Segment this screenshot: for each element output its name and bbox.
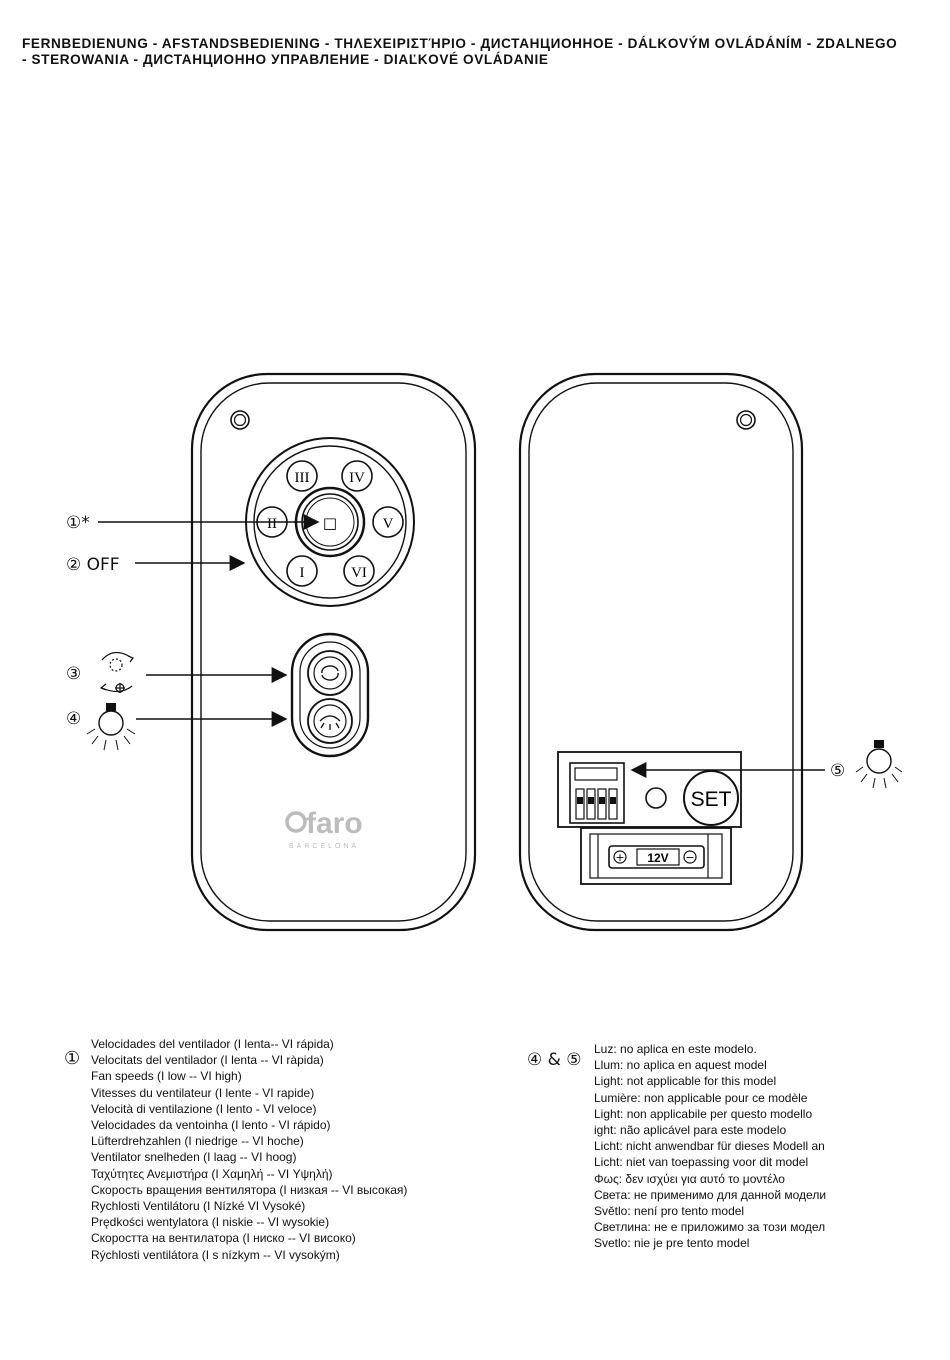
list-item: Lumière: non applicable pour ce modèle — [594, 1090, 808, 1105]
battery-voltage: 12V — [647, 851, 668, 865]
svg-text:I: I — [300, 565, 305, 581]
heading-line-1: FERNBEDIENUNG - AFSTANDSBEDIENING - ΤΗΛΕ… — [22, 36, 898, 51]
list-item: Rychlosti Ventilátoru (I Nízké VI Vysoké… — [91, 1199, 306, 1214]
battery: 12V + − — [608, 845, 705, 869]
light-na-list: Luz: no aplica en este modelo. Llum: no a… — [594, 1041, 826, 1252]
screw-icon — [230, 410, 250, 430]
rotation-icon — [99, 651, 134, 693]
bulb-icon — [86, 703, 136, 751]
list-item: Lüfterdrehzahlen (I niedrige -- VI hoche… — [91, 1134, 304, 1149]
lamp-icon — [319, 715, 341, 730]
list-item: Света: не применимо для данной модели — [594, 1187, 827, 1202]
remote-front: □ III IV II V I VI — [190, 372, 477, 932]
list-item: Ventilator snelheden (I laag -- VI hoog) — [91, 1150, 297, 1165]
svg-text:III: III — [295, 470, 310, 486]
brand-sub: BARCELONA — [289, 843, 359, 850]
list-item: Licht: niet van toepassing voor dit mode… — [594, 1155, 809, 1170]
battery-plus: + — [615, 851, 624, 864]
list-item: Velocitats del ventilador (I lenta -- VI… — [91, 1053, 324, 1068]
list-item: Licht: nicht anwendbar für dieses Modell… — [594, 1139, 825, 1154]
stop-symbol: □ — [323, 514, 337, 532]
reverse-button[interactable] — [307, 650, 353, 696]
list-item: Светлина: не е приложимо за този модел — [594, 1220, 826, 1235]
callout-1: ①* — [66, 513, 90, 533]
reverse-icon — [321, 665, 339, 681]
set-label: SET — [691, 788, 732, 811]
speed-button-5[interactable]: V — [372, 506, 404, 538]
svg-text:VI: VI — [351, 565, 367, 581]
callout-arrows — [98, 514, 825, 778]
list-item: Скоростта на вентилатора (I ниско -- VI … — [91, 1231, 356, 1246]
list-item: Rýchlosti ventilátora (I s nízkym -- VI … — [91, 1247, 340, 1262]
list-item: Llum: no aplica en aquest model — [594, 1058, 767, 1073]
callout-5: ⑤ — [830, 761, 845, 781]
fan-list-marker: ① — [64, 1048, 81, 1069]
light-list-marker: ④ & ⑤ — [527, 1050, 582, 1070]
fan-speed-list: Velocidades del ventilador (I lenta-- VI… — [91, 1036, 407, 1263]
svg-text:II: II — [267, 516, 277, 532]
callout-3: ③ — [66, 664, 81, 684]
speed-button-3[interactable]: III — [286, 460, 318, 492]
callout-2-off: ② OFF — [66, 555, 120, 575]
document-heading: FERNBEDIENUNG - AFSTANDSBEDIENING - ΤΗΛΕ… — [22, 36, 932, 68]
list-item: Velocidades da ventoinha (I lento - VI r… — [91, 1118, 331, 1133]
speed-button-4[interactable]: IV — [341, 460, 373, 492]
light-button[interactable] — [307, 698, 353, 744]
battery-minus: − — [685, 851, 694, 864]
list-item: Light: non applicabile per questo modell… — [594, 1106, 813, 1121]
bulb-icon — [855, 740, 903, 789]
list-item: Světlo: není pro tento model — [594, 1204, 745, 1219]
screw-icon — [736, 410, 756, 430]
list-item: ight: não aplicável para este modelo — [594, 1123, 787, 1138]
list-item: Fan speeds (I low -- VI high) — [91, 1069, 242, 1084]
led-indicator — [645, 787, 667, 809]
heading-line-2: - STEROWANIA - ДИСТАНЦИОННО УПРАВЛЕНИЕ -… — [22, 52, 549, 67]
list-item: Velocità di ventilazione (I lento - VI v… — [91, 1101, 317, 1116]
set-button[interactable]: SET — [683, 770, 739, 826]
svg-text:V: V — [383, 516, 394, 532]
callout-4: ④ — [66, 709, 81, 729]
speed-button-6[interactable]: VI — [343, 555, 375, 587]
list-item: Vitesses du ventilateur (I lente - VI ra… — [91, 1085, 315, 1100]
list-item: Velocidades del ventilador (I lenta-- VI… — [91, 1037, 334, 1051]
brand-logo: faro BARCELONA — [285, 807, 363, 850]
remote-back: SET 12V + − — [518, 372, 804, 932]
list-item: Svetlo: nie je pre tento model — [594, 1236, 750, 1251]
list-item: Скорость вращения вентилятора (I низкая … — [91, 1182, 408, 1197]
dip-switch[interactable] — [569, 762, 625, 824]
list-item: Ταχύτητες Ανεμιστήρα (I Χαμηλή -- VI Υψη… — [91, 1166, 333, 1181]
list-item: Light: not applicable for this model — [594, 1074, 777, 1089]
speed-button-1[interactable]: I — [286, 555, 318, 587]
battery-compartment — [557, 751, 742, 828]
brand-name: faro — [306, 807, 363, 840]
list-item: Luz: no aplica en este modelo. — [594, 1042, 757, 1056]
svg-text:IV: IV — [349, 470, 365, 486]
list-item: Prędkości wentylatora (I niskie -- VI wy… — [91, 1215, 330, 1230]
list-item: Φως: δεν ισχύει για αυτό το μοντέλο — [594, 1171, 785, 1186]
